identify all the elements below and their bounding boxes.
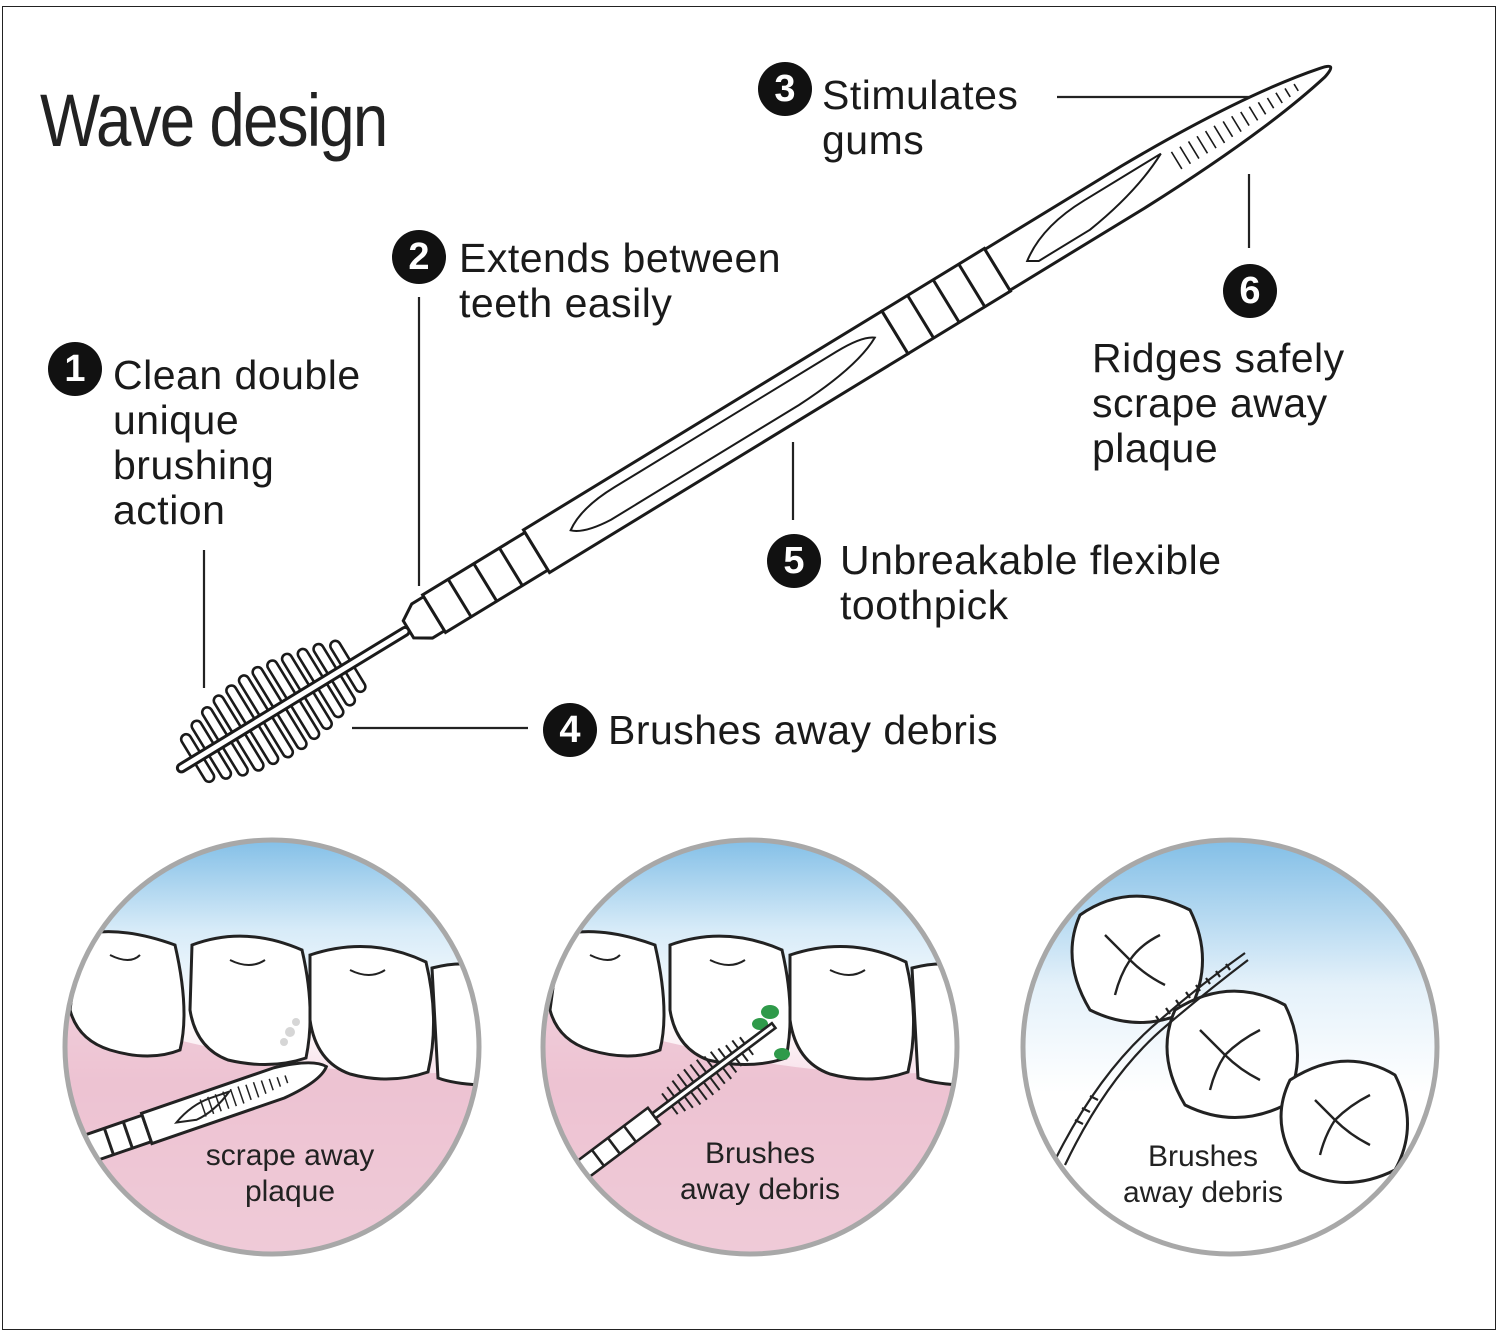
callout-badge-2: 2	[392, 230, 446, 284]
callout-text-2: Extends between teeth easily	[459, 235, 782, 326]
page-title: Wave design	[40, 79, 388, 162]
callout-badge-3: 3	[758, 62, 812, 116]
panel-border-2	[540, 837, 960, 1257]
callout-badge-6: 6	[1223, 264, 1277, 318]
callout-text-6: Ridges safely scrape away plaque	[1092, 335, 1345, 471]
toothpick	[175, 64, 1333, 784]
callout-badge-4: 4	[543, 703, 597, 757]
callout-text-3: Stimulates gums	[822, 72, 1019, 163]
callout-text-1: Clean double unique brushing action	[113, 352, 361, 533]
brush-bristles	[179, 639, 367, 784]
panel-label-3: Brushes away debris	[1122, 1140, 1284, 1209]
panel-brush	[543, 840, 957, 1254]
panel-border-1	[62, 837, 482, 1257]
callout-badge-1: 1	[48, 342, 102, 396]
callout-text-4: Brushes away debris	[608, 707, 999, 753]
panel-scrape	[65, 840, 479, 1254]
scraping-ridges	[1170, 83, 1299, 170]
panel-label-1: scrape away plaque	[205, 1139, 375, 1208]
callout-badge-5: 5	[767, 534, 821, 588]
leader-lines	[202, 95, 1251, 730]
panel-border-3	[1020, 837, 1440, 1257]
callout-text-5: Unbreakable flexible toothpick	[840, 537, 1222, 628]
panel-topview	[1023, 840, 1437, 1254]
outer-frame	[2, 6, 1496, 1330]
panel-label-2: Brushes away debris	[679, 1137, 841, 1206]
